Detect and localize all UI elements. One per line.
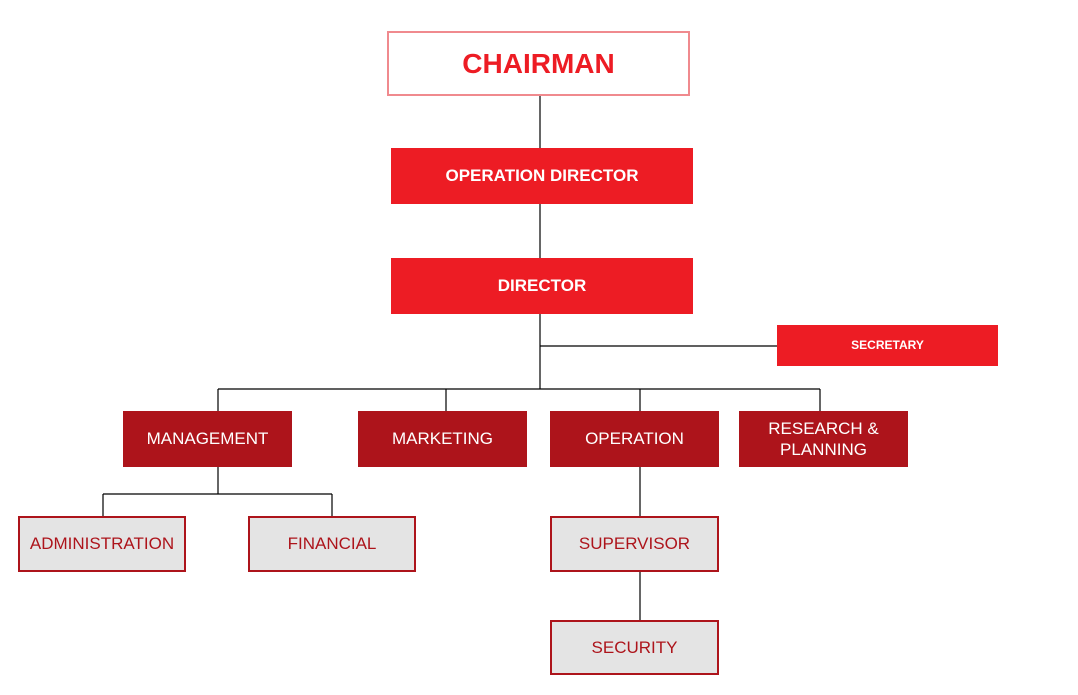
secretary-box: SECRETARY <box>777 325 998 366</box>
management-box: MANAGEMENT <box>123 411 292 467</box>
research-planning-box: RESEARCH & PLANNING <box>739 411 908 467</box>
marketing-box: MARKETING <box>358 411 527 467</box>
administration-box: ADMINISTRATION <box>18 516 186 572</box>
operation-box: OPERATION <box>550 411 719 467</box>
chairman-box: CHAIRMAN <box>387 31 690 96</box>
supervisor-box: SUPERVISOR <box>550 516 719 572</box>
financial-box: FINANCIAL <box>248 516 416 572</box>
director-box: DIRECTOR <box>391 258 693 314</box>
security-box: SECURITY <box>550 620 719 675</box>
operation-director-box: OPERATION DIRECTOR <box>391 148 693 204</box>
